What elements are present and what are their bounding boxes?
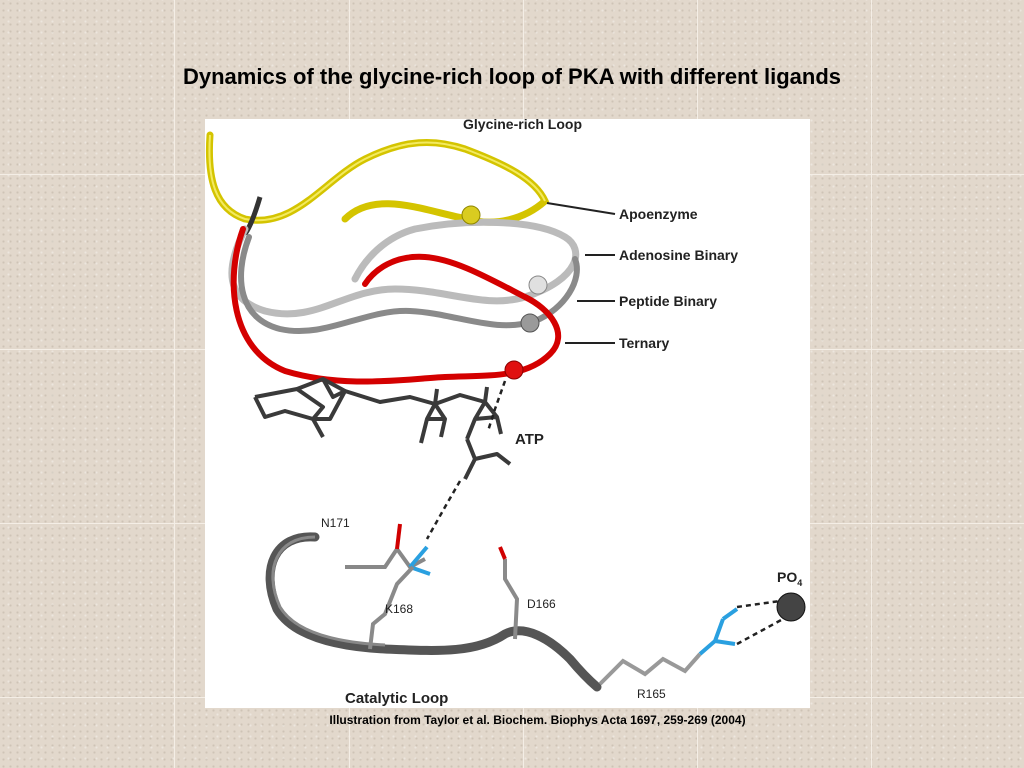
hbond-atp-ternary [486, 380, 507, 432]
hbond-r165-po4 [736, 599, 784, 646]
peptide-binary-sphere [520, 313, 540, 333]
hbond-atp-k168 [425, 480, 462, 540]
po4-text: PO [777, 569, 798, 585]
d166-oxygen [498, 546, 507, 560]
catalytic-loop-label: Catalytic Loop [345, 690, 449, 707]
slide-title: Dynamics of the glycine-rich loop of PKA… [182, 64, 842, 89]
adenosine-binary-label: Adenosine Binary [619, 247, 739, 263]
atp-molecule [253, 377, 512, 480]
tile-seam [174, 0, 175, 768]
atp-label: ATP [515, 431, 544, 448]
n171-label: N171 [321, 516, 350, 530]
apoenzyme-sphere [461, 205, 481, 225]
glycine-loop-label: Glycine-rich Loop [463, 116, 583, 132]
catalytic-loop-ribbon [265, 532, 602, 692]
po4-label: PO4 [777, 569, 802, 588]
d166-label: D166 [527, 597, 556, 611]
ternary-ribbon [230, 226, 562, 385]
r165-label: R165 [637, 687, 666, 701]
po4-subscript: 4 [797, 577, 803, 588]
ternary-sphere [504, 360, 524, 380]
peptide-binary-ribbon [238, 234, 580, 334]
peptide-binary-label: Peptide Binary [619, 293, 718, 309]
protein-structure-diagram [205, 131, 806, 692]
r165-sidechain [598, 652, 702, 686]
figure-caption: Illustration from Taylor et al. Biochem.… [329, 713, 746, 727]
k168-sidechain [368, 565, 415, 650]
ternary-label: Ternary [619, 335, 670, 351]
adenosine-binary-ribbon [228, 218, 580, 318]
n171-oxygen [395, 523, 402, 550]
apoenzyme-leader [546, 202, 616, 215]
adenosine-binary-sphere [528, 275, 548, 295]
d166-sidechain [503, 559, 520, 640]
apoenzyme-label: Apoenzyme [619, 206, 698, 222]
apoenzyme-ribbon [205, 131, 550, 226]
catalytic-loop-ribbon-shade [271, 535, 386, 647]
tile-seam [871, 0, 872, 768]
k168-label: K168 [385, 602, 414, 616]
po4-sphere [776, 592, 806, 622]
r165-guanidinium [698, 607, 739, 656]
apoenzyme-ribbon-highlight [208, 134, 546, 222]
figure-panel: Glycine-rich Loop Apoenzyme Adenosine Bi… [205, 116, 810, 708]
